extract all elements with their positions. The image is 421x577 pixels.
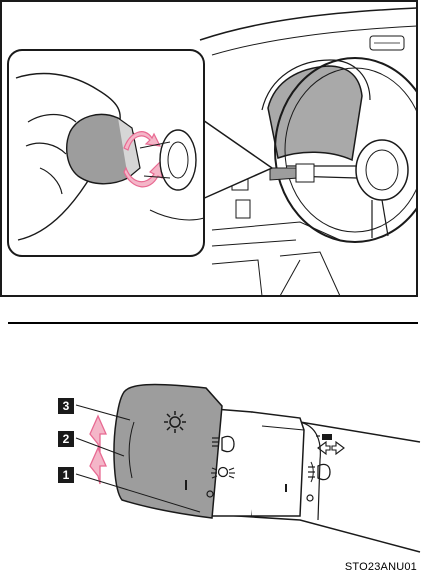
callout-2: 2 <box>58 431 74 447</box>
callout-1: 1 <box>58 467 74 483</box>
headlight-knob <box>114 385 222 518</box>
dashboard-drawing <box>0 0 418 297</box>
figure-id-code: STO23ANU01 <box>345 561 417 573</box>
section-divider <box>8 322 418 324</box>
dashboard-overview-figure <box>0 0 418 297</box>
lever-positions-figure: 3 2 1 <box>0 330 421 560</box>
callout-3: 3 <box>58 398 74 414</box>
